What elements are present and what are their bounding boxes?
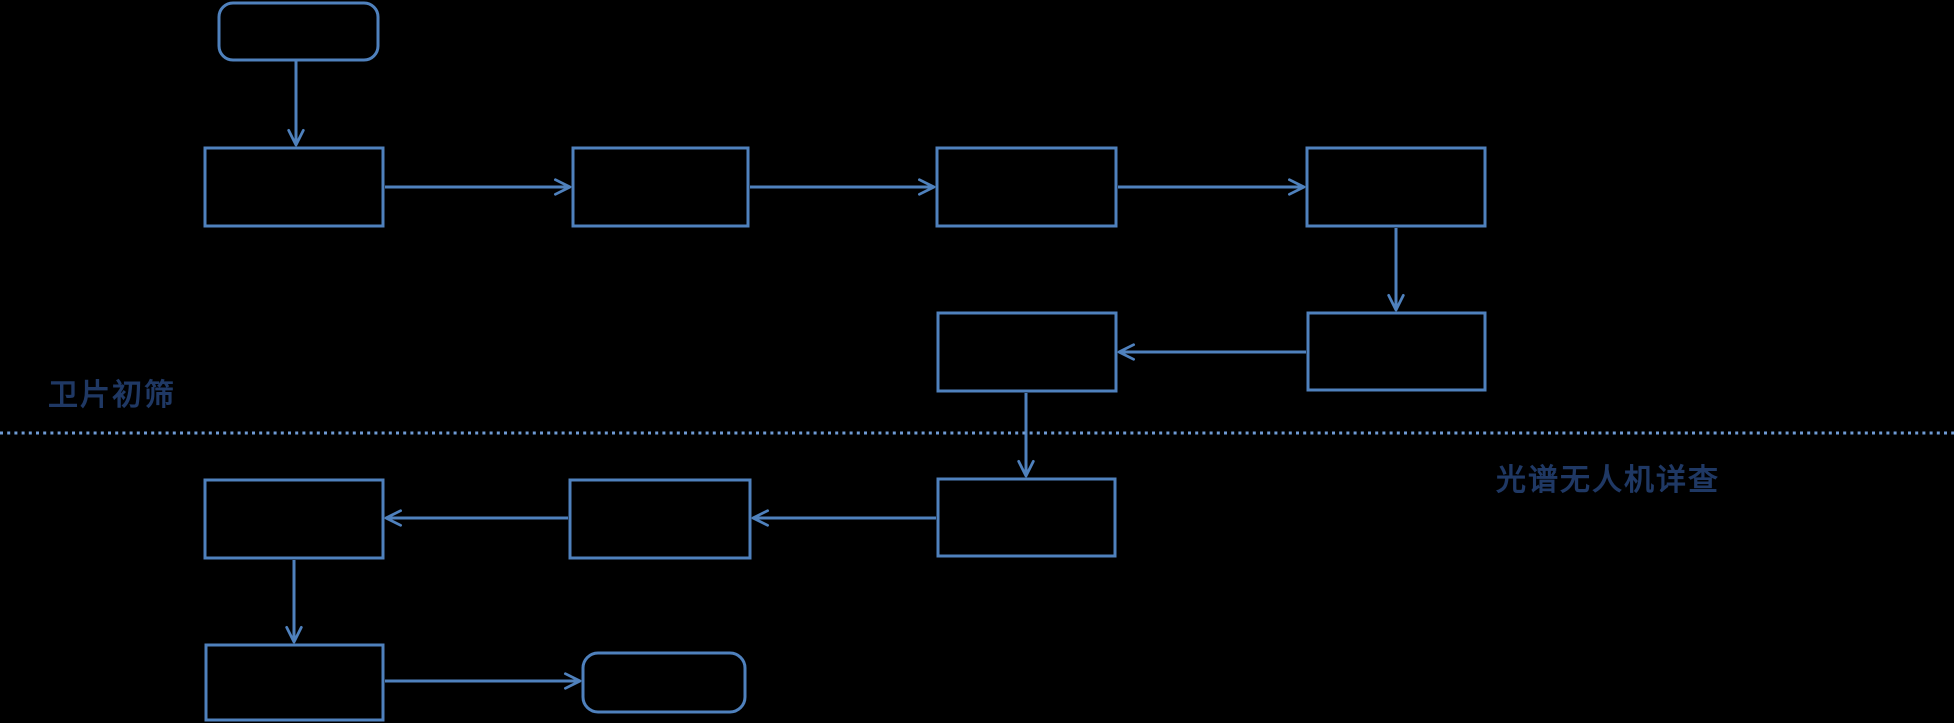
- nodes-layer: [203, 1, 1487, 722]
- flow-node-step-row2-col4: [1306, 311, 1487, 392]
- flow-node-start-terminator: [217, 1, 380, 62]
- flow-node-step-row4-col1: [204, 643, 385, 722]
- flow-node-step-row3-col1: [203, 478, 385, 560]
- flow-node-step-row3-col3: [936, 477, 1117, 558]
- edges-layer: [285, 61, 1405, 690]
- flow-node-step-row3-col2: [568, 478, 752, 560]
- section-label-satellite-screening: 卫片初筛: [48, 379, 176, 412]
- flow-node-step-row1-col3: [935, 146, 1118, 228]
- flow-node-step-row1-col2: [571, 146, 750, 228]
- flow-node-step-row1-col4: [1305, 146, 1487, 228]
- section-label-uav-detailed-survey: 光谱无人机详查: [1496, 464, 1720, 497]
- flow-node-end-terminator: [581, 651, 747, 714]
- flow-node-step-row2-col3: [936, 311, 1118, 393]
- flow-node-step-row1-col1: [203, 146, 385, 228]
